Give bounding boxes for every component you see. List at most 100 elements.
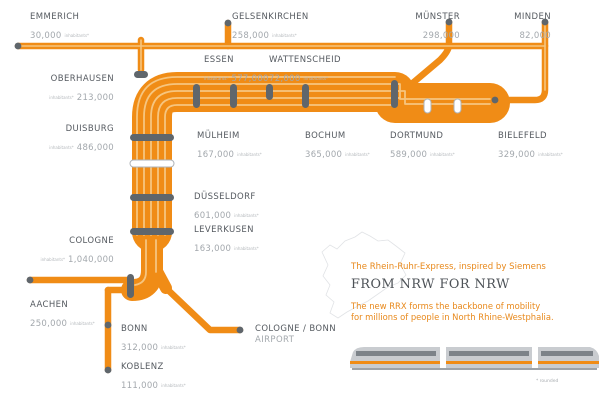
city-munster: MÜNSTER 298,000 bbox=[396, 12, 460, 42]
population-unit: inhabitants* bbox=[49, 145, 74, 150]
pill-essen bbox=[193, 84, 200, 108]
stop-aachen bbox=[26, 276, 34, 284]
stop-cologne-bonn bbox=[236, 326, 244, 334]
city-oberhausen: OBERHAUSEN inhabitants*213,000 bbox=[30, 74, 114, 104]
city-population: 312,000 bbox=[121, 343, 159, 353]
city-population: 486,000 bbox=[76, 143, 114, 153]
population-unit: inhabitants* bbox=[430, 152, 455, 157]
city-name: GELSENKIRCHEN bbox=[232, 12, 309, 22]
stop-koblenz bbox=[104, 366, 112, 374]
nrw-outline bbox=[321, 231, 407, 319]
city-population: 250,000 bbox=[30, 319, 68, 329]
pill-mulheim bbox=[230, 84, 237, 108]
city-subtitle: AIRPORT bbox=[255, 335, 295, 345]
footnote: * rounded bbox=[536, 379, 559, 384]
population-unit: inhabitants* bbox=[538, 152, 563, 157]
city-name: OBERHAUSEN bbox=[50, 74, 114, 84]
city-name: DÜSSELDORF bbox=[194, 192, 256, 202]
population-unit: inhabitants* bbox=[204, 76, 229, 81]
population-unit: inhabitants* bbox=[237, 152, 262, 157]
tagline: The Rhein-Ruhr-Express, inspired by Siem… bbox=[351, 262, 546, 272]
city-cologne-bonn-airport: COLOGNE / BONN AIRPORT bbox=[255, 324, 336, 346]
pill-unna bbox=[423, 98, 432, 114]
city-name: MÜLHEIM bbox=[197, 131, 240, 141]
population-unit: inhabitants* bbox=[234, 246, 259, 251]
city-name: LEVERKUSEN bbox=[194, 225, 254, 235]
city-population: 111,000 bbox=[121, 381, 159, 391]
city-population: 213,000 bbox=[76, 93, 114, 103]
pill-wattenscheid bbox=[266, 84, 273, 100]
stop-bonn bbox=[104, 321, 112, 329]
population-unit: inhabitants* bbox=[272, 33, 297, 38]
city-name: COLOGNE / BONN bbox=[255, 324, 337, 334]
pill-cologne bbox=[127, 274, 134, 298]
city-population: 589,000 bbox=[390, 150, 428, 160]
stop-emmerich bbox=[14, 42, 22, 50]
rail-lines bbox=[14, 18, 549, 374]
population-unit: inhabitants* bbox=[49, 95, 74, 100]
pill-oberhausen bbox=[134, 71, 148, 78]
pill-dortmund bbox=[391, 80, 398, 108]
city-name: COLOGNE bbox=[69, 236, 114, 246]
city-name: MINDEN bbox=[514, 12, 551, 22]
stop-minden bbox=[541, 18, 549, 26]
city-population: 329,000 bbox=[498, 150, 536, 160]
stop-munster bbox=[445, 18, 453, 26]
stop-gelsenkirchen bbox=[224, 19, 232, 27]
city-name: ESSEN bbox=[204, 55, 234, 65]
pill-dusseldorf bbox=[130, 194, 174, 201]
city-minden: MINDEN 82,000 bbox=[496, 12, 551, 42]
population-unit: inhabitants* bbox=[70, 321, 95, 326]
city-name: KOBLENZ bbox=[121, 362, 164, 372]
pill-duisburg bbox=[130, 134, 174, 141]
population-unit: inhabitants* bbox=[345, 152, 370, 157]
pill-intermediate bbox=[129, 159, 175, 168]
population-unit: inhabitants* bbox=[161, 383, 186, 388]
city-name: BOCHUM bbox=[305, 131, 346, 141]
pill-leverkusen bbox=[130, 228, 174, 235]
city-name: DUISBURG bbox=[65, 124, 114, 134]
city-population: 167,000 bbox=[197, 150, 235, 160]
city-name: BIELEFELD bbox=[498, 131, 547, 141]
population-unit: inhabitants* bbox=[234, 213, 259, 218]
population-unit: inhabitants* bbox=[303, 76, 329, 81]
city-population: 82,000 bbox=[519, 31, 551, 41]
city-population: 365,000 bbox=[305, 150, 343, 160]
population-unit: inhabitants* bbox=[40, 257, 66, 262]
headline: FROM NRW FOR NRW bbox=[351, 277, 510, 292]
city-population: 601,000 bbox=[194, 211, 232, 221]
stop-bielefeld bbox=[491, 96, 499, 104]
city-population: 30,000 bbox=[30, 31, 62, 41]
city-essen: ESSEN inhabitants*577,000 bbox=[204, 55, 269, 85]
rrx-train-illustration bbox=[350, 347, 599, 370]
city-population: 258,000 bbox=[232, 31, 270, 41]
pill-hamm bbox=[453, 98, 462, 114]
body-text-line-2: for millions of people in North Rhine-We… bbox=[351, 312, 554, 322]
body-text-line-1: The new RRX forms the backbone of mobili… bbox=[351, 301, 541, 311]
city-name: AACHEN bbox=[30, 300, 69, 310]
population-unit: inhabitants* bbox=[64, 33, 90, 38]
city-population: 72,000 bbox=[269, 74, 301, 84]
station-stops bbox=[14, 18, 549, 374]
station-markers bbox=[127, 71, 462, 298]
city-name: MÜNSTER bbox=[415, 12, 460, 22]
city-cologne: COLOGNE inhabitants*1,040,000 bbox=[30, 236, 114, 266]
city-population: 163,000 bbox=[194, 244, 232, 254]
city-name: EMMERICH bbox=[30, 12, 80, 22]
city-name: DORTMUND bbox=[390, 131, 444, 141]
city-name: BONN bbox=[121, 324, 148, 334]
city-population: 1,040,000 bbox=[68, 255, 114, 265]
city-population: 577,000 bbox=[231, 74, 269, 84]
city-population: 298,000 bbox=[422, 31, 460, 41]
pill-bochum bbox=[302, 84, 309, 108]
